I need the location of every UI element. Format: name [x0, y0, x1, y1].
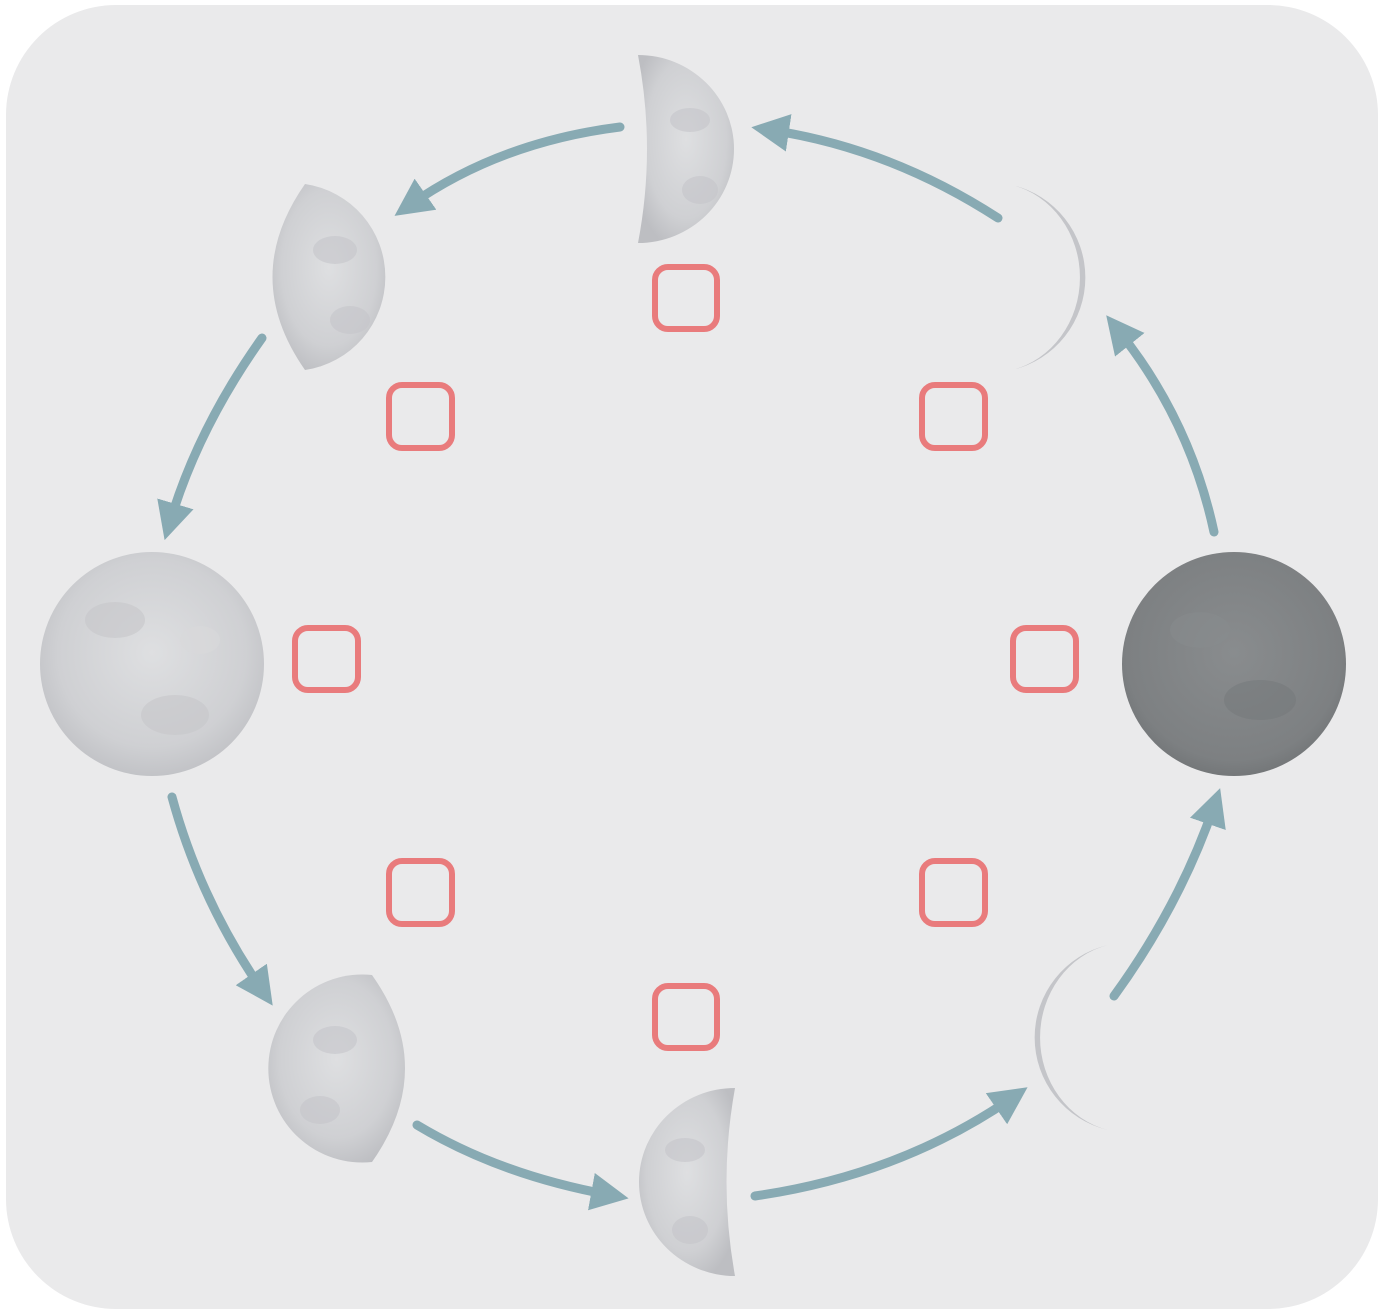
full-moon-icon	[40, 552, 264, 776]
new-moon-icon	[1122, 552, 1346, 776]
